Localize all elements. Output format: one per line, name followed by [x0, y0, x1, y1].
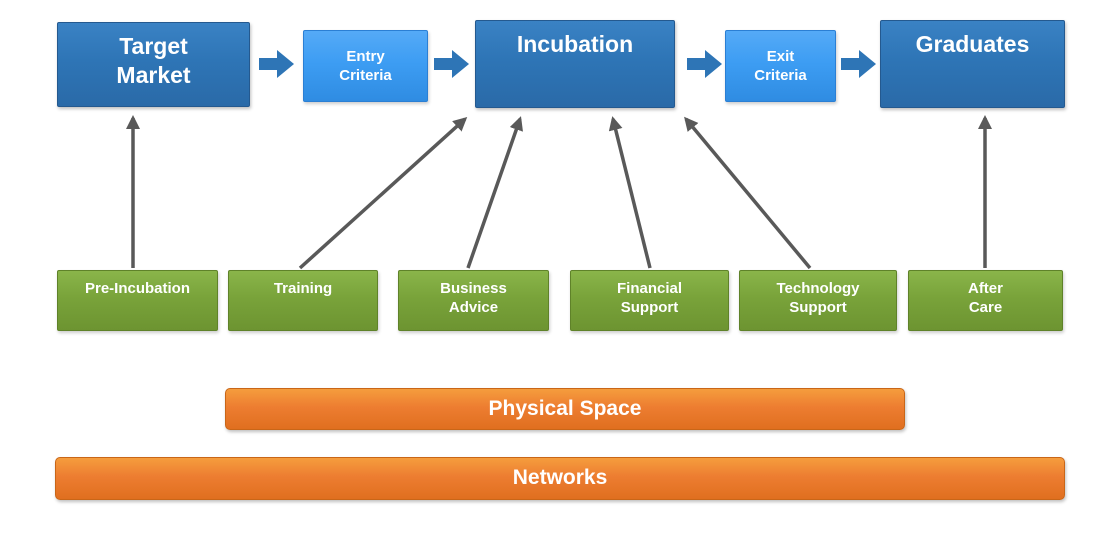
physical-space-bar: Physical Space: [225, 388, 905, 430]
flow-arrow-right-icon: [841, 50, 876, 78]
pre-incubation-box: Pre-Incubation: [57, 270, 218, 331]
incubation-box: Incubation: [475, 20, 675, 108]
arrow-shaft: [259, 58, 277, 70]
physical-space-label: Physical Space: [488, 396, 642, 420]
flow-arrow-right-icon: [259, 50, 294, 78]
arrow-businessadvice-to-incubation: [466, 116, 523, 269]
arrow-head: [705, 50, 722, 78]
arrow-training-to-incubation: [298, 116, 468, 270]
arrow-financialsupport-to-incubation: [608, 116, 652, 269]
arrow-shaft: [841, 58, 859, 70]
technology-support-label: Technology Support: [776, 280, 860, 317]
arrow-head: [859, 50, 876, 78]
business-advice-box: Business Advice: [398, 270, 549, 331]
business-advice-label: Business Advice: [440, 280, 507, 317]
arrow-shaft: [434, 58, 452, 70]
arrow-head: [452, 50, 469, 78]
networks-label: Networks: [512, 466, 608, 490]
incubation-label: Incubation: [516, 31, 634, 57]
arrow-technologysupport-to-incubation: [684, 116, 812, 270]
financial-support-box: Financial Support: [570, 270, 729, 331]
arrow-shaft: [687, 58, 705, 70]
exit-criteria-label: Exit Criteria: [754, 47, 807, 84]
after-care-box: After Care: [908, 270, 1063, 331]
target-market-label: Target Market: [116, 33, 191, 89]
exit-criteria-box: Exit Criteria: [725, 30, 836, 102]
entry-criteria-box: Entry Criteria: [303, 30, 428, 102]
financial-support-label: Financial Support: [616, 280, 683, 317]
target-market-box: Target Market: [57, 22, 250, 107]
technology-support-box: Technology Support: [739, 270, 897, 331]
networks-bar: Networks: [55, 457, 1065, 500]
after-care-label: After Care: [967, 280, 1003, 317]
training-label: Training: [273, 280, 333, 297]
graduates-box: Graduates: [880, 20, 1065, 108]
pre-incubation-label: Pre-Incubation: [84, 280, 190, 297]
entry-criteria-label: Entry Criteria: [339, 47, 392, 84]
flow-arrow-right-icon: [687, 50, 722, 78]
arrow-head: [277, 50, 294, 78]
graduates-label: Graduates: [915, 31, 1030, 57]
training-box: Training: [228, 270, 378, 331]
flow-arrow-right-icon: [434, 50, 469, 78]
